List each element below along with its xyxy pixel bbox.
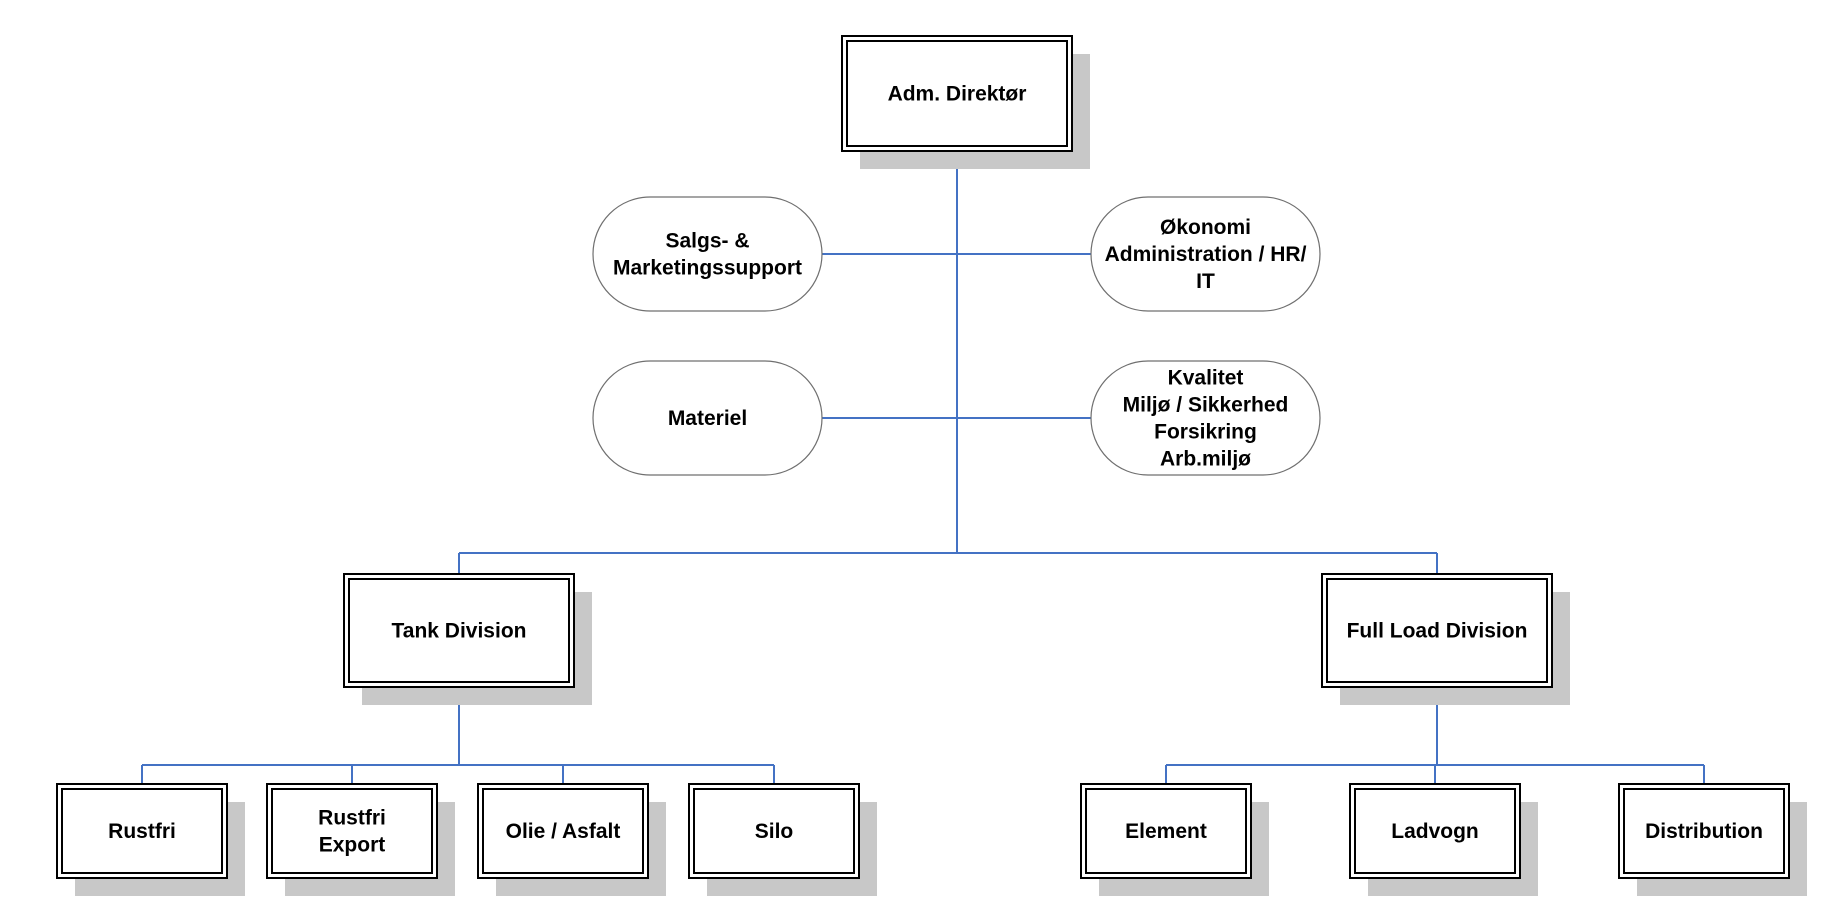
staff-right-1-label: Administration / HR/ [1105, 243, 1307, 266]
box-border-outer [1349, 783, 1521, 879]
division-2: Full Load Division [1321, 573, 1570, 705]
staff-right-2-label: Miljø / Sikkerhed [1123, 394, 1289, 417]
staff-left-1: Salgs- & Marketingssupport [592, 196, 823, 312]
box-border-outer [1080, 783, 1252, 879]
box-border-outer [841, 35, 1073, 152]
box-border-inner [1085, 788, 1247, 874]
box-border-inner [693, 788, 855, 874]
unit-2-3: Distribution [1618, 783, 1807, 896]
staff-left-1-label: Salgs- & [665, 230, 749, 253]
box-border-inner [61, 788, 223, 874]
box-border-outer [266, 783, 438, 879]
box-border-inner [348, 578, 570, 683]
box-border-outer [477, 783, 649, 879]
division-1-label: Tank Division [392, 620, 527, 643]
staff-left-2: Materiel [592, 360, 823, 476]
unit-1-3-label: Olie / Asfalt [506, 820, 621, 843]
box-border-inner [1354, 788, 1516, 874]
node-adm-direktor: Adm. Direktør [841, 35, 1090, 169]
staff-left-2-label: Materiel [668, 407, 747, 430]
staff-right-2-label: Forsikring [1154, 421, 1257, 444]
unit-2-1-label: Element [1125, 820, 1207, 843]
node-adm-direktor-label: Adm. Direktør [888, 83, 1027, 106]
pill-shape [1090, 360, 1321, 476]
pill-shape [592, 360, 823, 476]
division-1: Tank Division [343, 573, 592, 705]
box-border-outer [1321, 573, 1553, 688]
box-border-outer [688, 783, 860, 879]
unit-2-2-label: Ladvogn [1391, 820, 1479, 843]
box-border-inner [846, 40, 1068, 147]
unit-1-4-label: Silo [755, 820, 794, 843]
staff-left-1-label: Marketingssupport [613, 257, 802, 280]
box-border-outer [343, 573, 575, 688]
box-border-inner [1623, 788, 1785, 874]
unit-1-1: Rustfri [56, 783, 245, 896]
staff-right-2-label: Kvalitet [1168, 367, 1244, 390]
unit-1-1-label: Rustfri [108, 820, 176, 843]
unit-1-2-label: Export [319, 834, 386, 857]
staff-right-2-label: Arb.miljø [1160, 448, 1251, 471]
unit-2-2: Ladvogn [1349, 783, 1538, 896]
box-border-inner [1326, 578, 1548, 683]
unit-2-1: Element [1080, 783, 1269, 896]
box-border-outer [56, 783, 228, 879]
unit-2-3-label: Distribution [1645, 820, 1763, 843]
box-border-inner [482, 788, 644, 874]
unit-1-2-label: Rustfri [318, 807, 386, 830]
pill-shape [1090, 196, 1321, 312]
unit-1-4: Silo [688, 783, 877, 896]
box-border-outer [1618, 783, 1790, 879]
staff-right-1-label: IT [1196, 270, 1215, 293]
pill-shape [592, 196, 823, 312]
box-border-inner [271, 788, 433, 874]
division-2-label: Full Load Division [1347, 620, 1528, 643]
staff-right-1-label: Økonomi [1160, 216, 1251, 239]
unit-1-3: Olie / Asfalt [477, 783, 666, 896]
